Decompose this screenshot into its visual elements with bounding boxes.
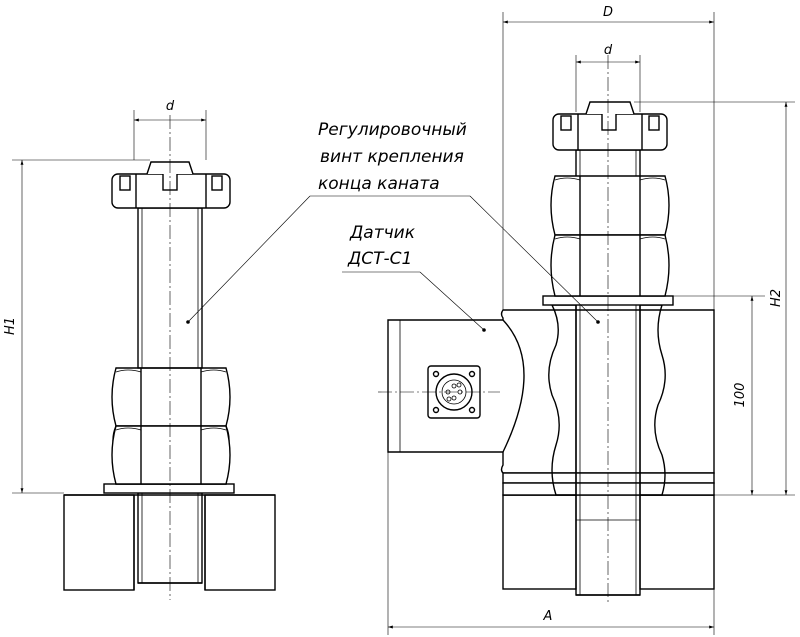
right-castle-nut bbox=[552, 101, 668, 151]
sensor-callout-line1: Датчик bbox=[349, 223, 416, 243]
right-dimension-D: D bbox=[502, 5, 715, 310]
sensor-callout: Датчик ДСТ-С1 bbox=[342, 223, 420, 273]
right-leader bbox=[469, 195, 600, 324]
left-assembly: d H1 bbox=[3, 99, 311, 600]
sensor-callout-line2: ДСТ-С1 bbox=[347, 249, 412, 269]
left-lower-nuts bbox=[111, 367, 231, 485]
screw-callout-line1: Регулировочный bbox=[318, 120, 467, 140]
right-h2-label: H2 bbox=[769, 289, 784, 307]
right-dimension-A: A bbox=[387, 452, 715, 635]
left-dimension-h1: H1 bbox=[3, 159, 150, 494]
right-D-label: D bbox=[603, 5, 613, 20]
left-dimension-d: d bbox=[133, 99, 207, 160]
screw-callout-line2: винт крепления bbox=[320, 147, 464, 167]
left-leader bbox=[186, 195, 311, 324]
right-100-label: 100 bbox=[733, 383, 748, 408]
right-A-label: A bbox=[543, 609, 553, 624]
right-sensor-body bbox=[500, 304, 715, 496]
screw-callout-line3: конца каната bbox=[318, 174, 440, 194]
left-h1-label: H1 bbox=[3, 317, 18, 335]
screw-callout: Регулировочный винт крепления конца кана… bbox=[310, 120, 470, 197]
right-d-label: d bbox=[604, 43, 613, 58]
sensor-dst-c1 bbox=[378, 319, 525, 453]
left-d-label: d bbox=[166, 99, 175, 114]
left-base-block bbox=[63, 494, 276, 591]
right-hex-nuts bbox=[550, 175, 670, 297]
sensor-leader bbox=[419, 271, 486, 332]
left-castle-nut bbox=[111, 161, 231, 209]
right-dimension-h2: H2 bbox=[634, 101, 795, 496]
right-assembly: D d H2 100 A bbox=[378, 5, 795, 635]
right-base-block bbox=[502, 494, 715, 590]
right-dimension-100: 100 bbox=[673, 295, 765, 495]
left-washer bbox=[103, 483, 235, 494]
right-dimension-d: d bbox=[575, 43, 641, 112]
